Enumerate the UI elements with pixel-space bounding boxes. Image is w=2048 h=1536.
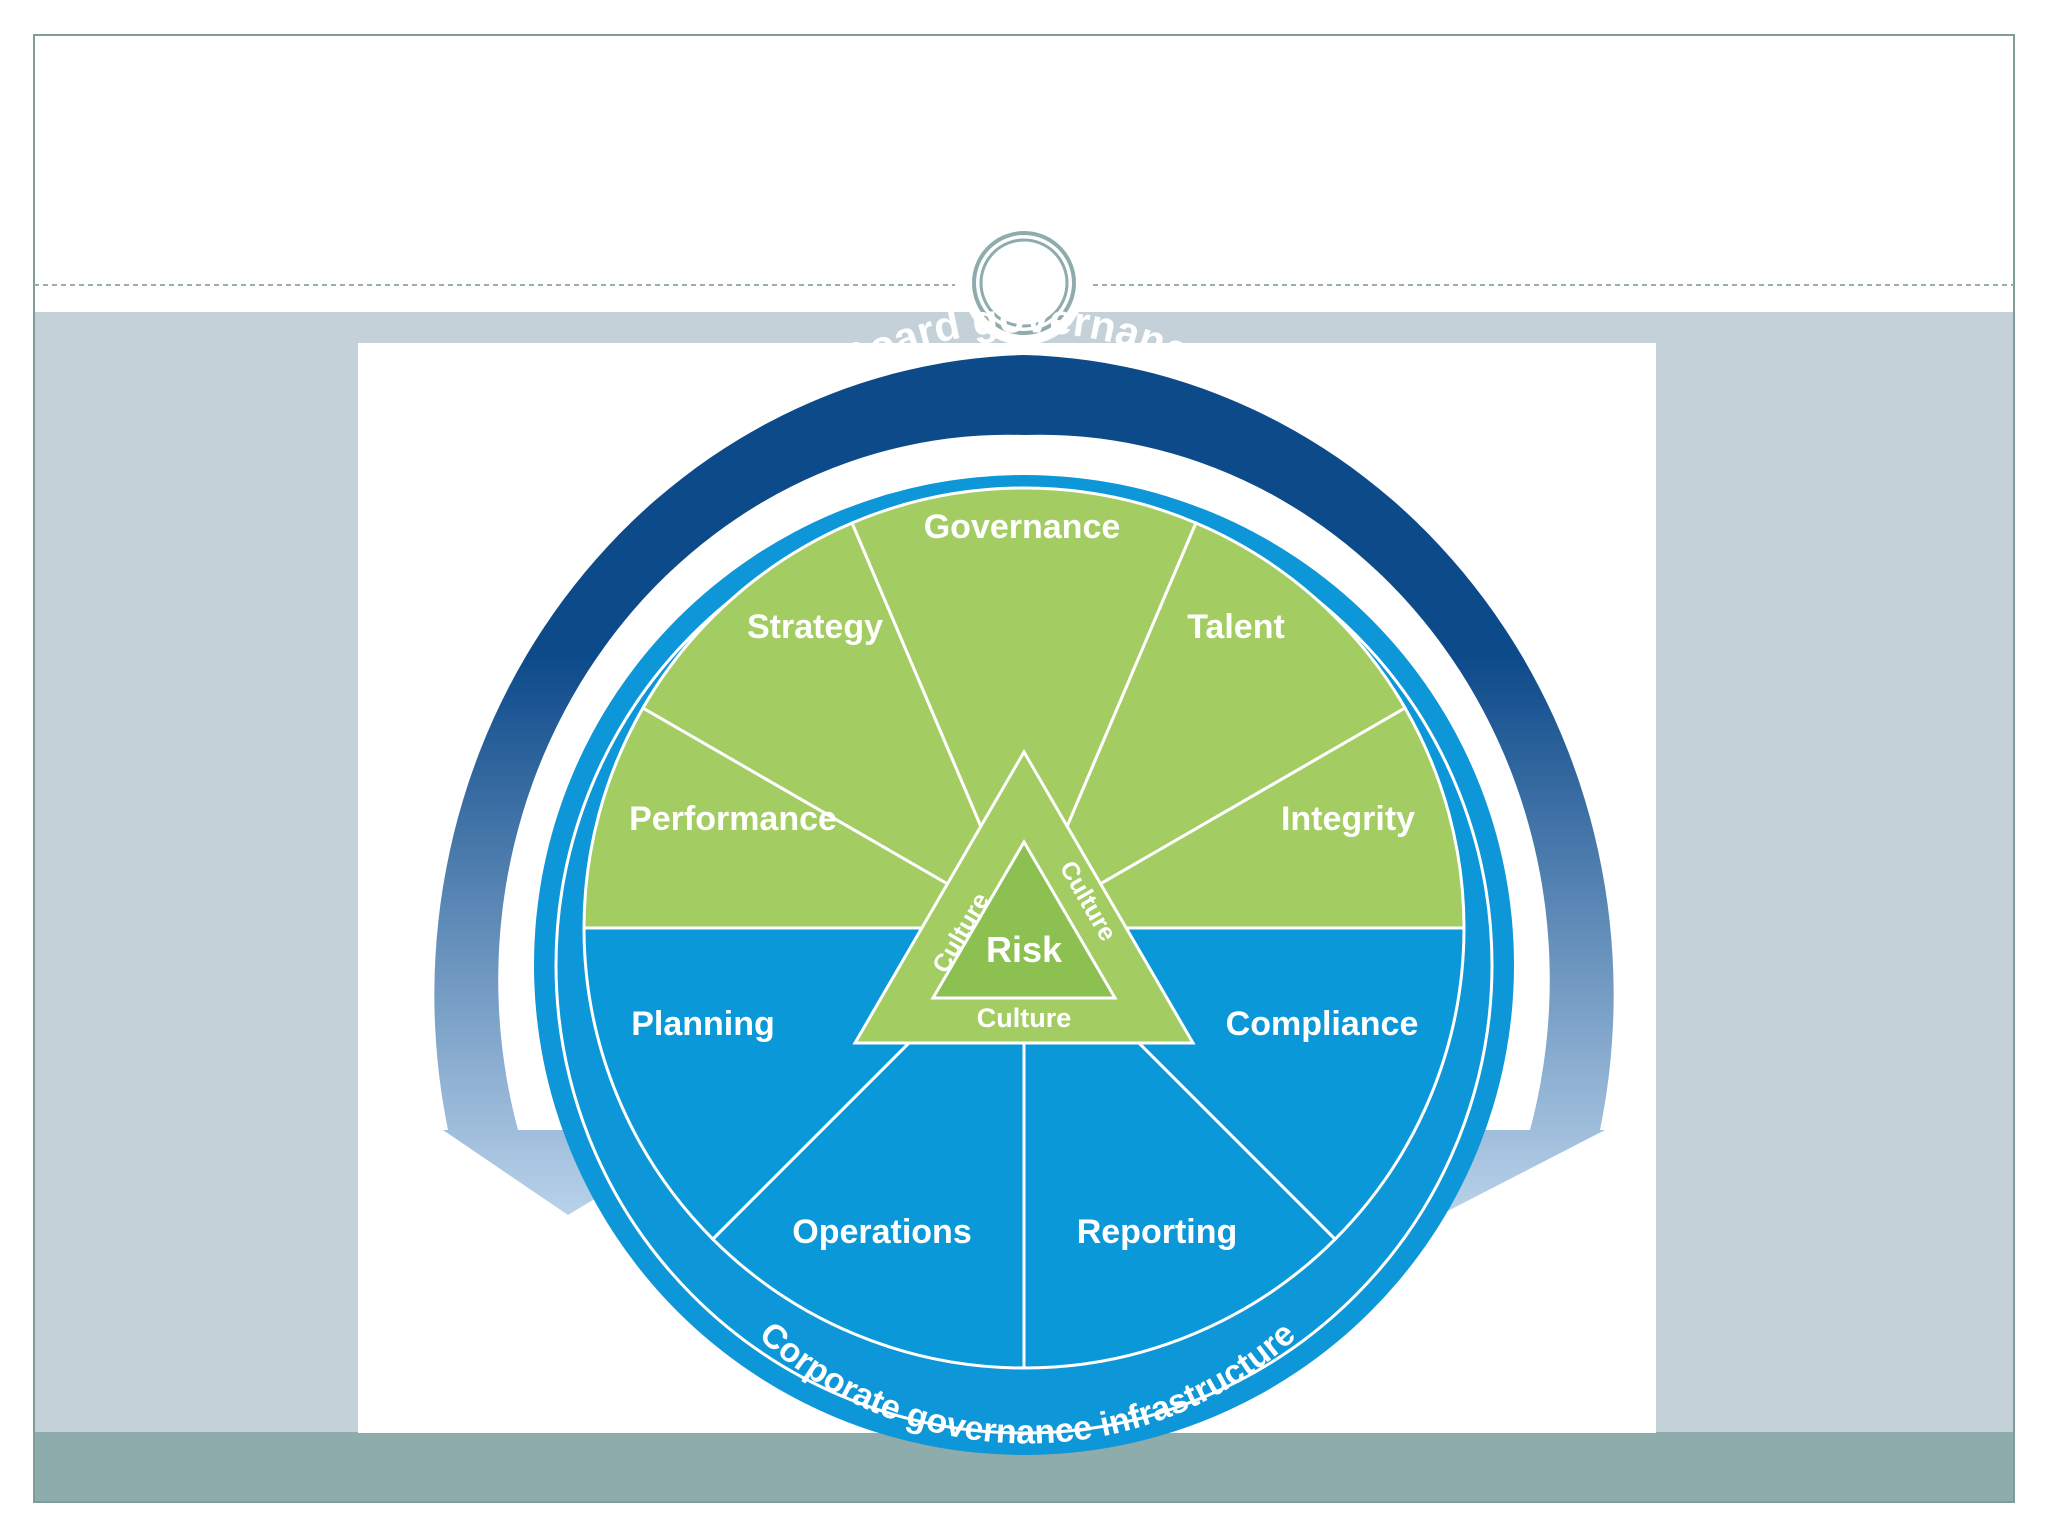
segment-label-governance: Governance (924, 508, 1121, 546)
segment-label-compliance: Compliance (1226, 1005, 1419, 1043)
segment-label-strategy: Strategy (747, 608, 883, 646)
risk-culture-triangle: Risk Culture Culture Culture (852, 749, 1196, 1045)
culture-label-bottom: Culture (977, 1003, 1072, 1033)
segment-label-operations: Operations (792, 1213, 971, 1251)
segment-label-planning: Planning (631, 1005, 775, 1043)
segment-label-reporting: Reporting (1077, 1213, 1238, 1251)
segment-integrity (1018, 705, 1466, 930)
segment-label-integrity: Integrity (1281, 800, 1415, 838)
segment-strategy (640, 521, 1028, 932)
divider-knob-inner (979, 238, 1069, 328)
segment-performance (582, 705, 1030, 930)
segment-label-talent: Talent (1187, 608, 1285, 646)
segment-label-performance: Performance (629, 800, 837, 838)
segment-governance (850, 486, 1198, 932)
slide-frame (33, 34, 2015, 1503)
risk-triangle (930, 839, 1118, 1000)
risk-label: Risk (986, 929, 1063, 970)
divider-knob-icon (972, 231, 1076, 335)
segment-talent (1020, 521, 1408, 932)
